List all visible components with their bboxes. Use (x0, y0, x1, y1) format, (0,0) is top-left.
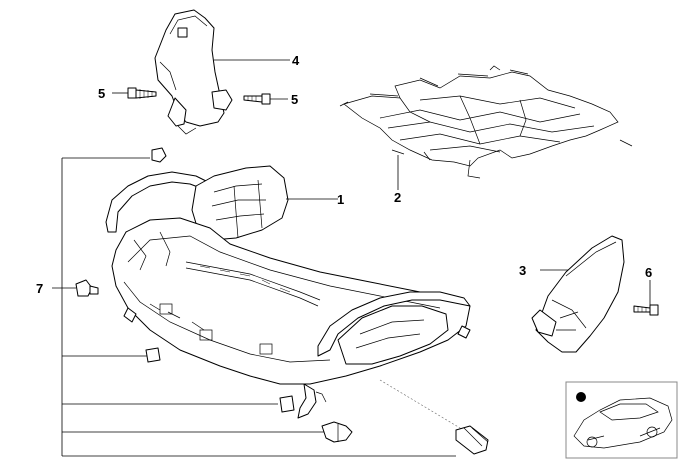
screw-6[interactable] (633, 304, 659, 316)
part-1-seat-frame[interactable] (105, 165, 471, 419)
callout-7: 7 (36, 281, 43, 296)
part-2-spring-mat[interactable] (339, 65, 633, 179)
location-dot-icon (576, 392, 586, 402)
callout-3: 3 (519, 263, 526, 278)
nut-left[interactable] (145, 347, 161, 363)
callout-2: 2 (394, 190, 401, 205)
callout-1: 1 (337, 192, 344, 207)
stud-left[interactable] (75, 279, 99, 297)
clip-top[interactable] (151, 147, 167, 163)
callout-4: 4 (292, 53, 300, 68)
callout-5-left: 5 (98, 86, 105, 101)
pin-lower-right[interactable] (455, 425, 489, 455)
nut-lower[interactable] (279, 395, 295, 413)
screw-5-left[interactable] (127, 87, 157, 99)
part-4-bracket[interactable] (154, 9, 233, 135)
callout-5-right: 5 (291, 92, 298, 107)
vehicle-thumbnail[interactable] (565, 381, 678, 459)
screw-5-right[interactable] (243, 93, 271, 105)
bolt-lower[interactable] (321, 421, 353, 443)
callout-6: 6 (645, 265, 652, 280)
part-3-side-trim[interactable] (531, 235, 625, 353)
